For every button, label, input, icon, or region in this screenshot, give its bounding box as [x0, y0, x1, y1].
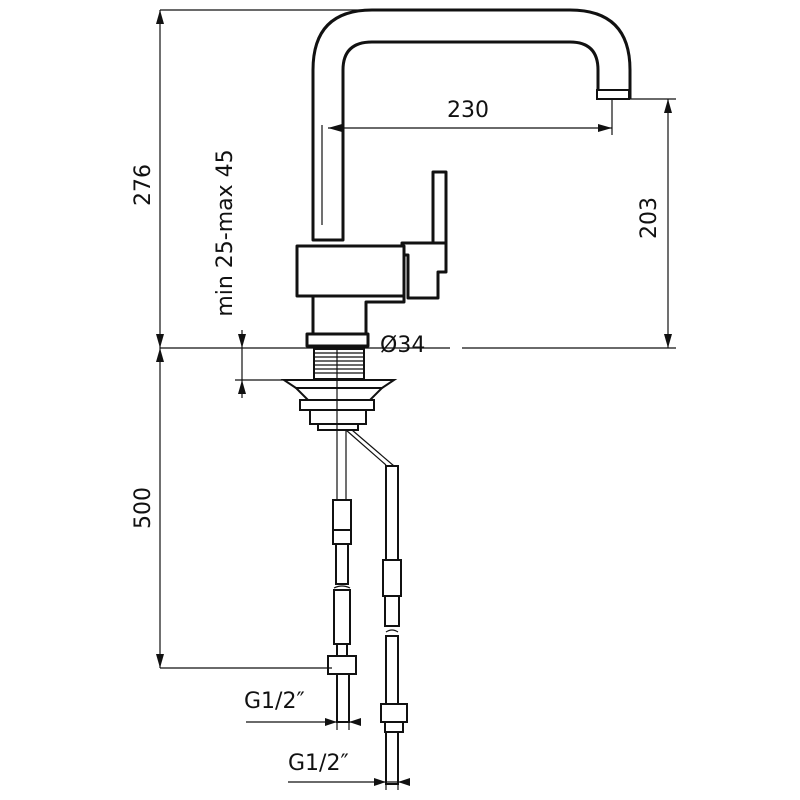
dimension-total-height: 276: [131, 9, 370, 348]
faucet-spout: [311, 8, 632, 242]
dimension-spout-reach: 230: [328, 98, 613, 135]
base-collar: [305, 332, 370, 348]
nut-right: [384, 721, 404, 733]
dimension-connection-left: G1/2″: [244, 689, 361, 730]
body-block: [295, 244, 406, 298]
dim-203-label: 203: [637, 197, 662, 239]
faucet-body: [295, 170, 448, 348]
dimension-hose-length: 500: [131, 348, 332, 669]
aerator: [596, 89, 630, 100]
hose-left: [327, 430, 357, 723]
mounting-thread: [313, 348, 365, 380]
dim-deck-label: min 25-max 45: [213, 149, 238, 316]
lever-handle: [431, 170, 448, 250]
dim-g12-right-label: G1/2″: [288, 751, 349, 776]
dimension-spout-height: 203: [630, 98, 676, 348]
dim-230-label: 230: [447, 98, 489, 123]
dim-276-label: 276: [131, 164, 156, 206]
dim-500-label: 500: [131, 487, 156, 529]
dimension-mount-diameter: Ø34: [380, 333, 425, 358]
dimension-connection-right: G1/2″: [288, 751, 410, 790]
dim-g12-left-label: G1/2″: [244, 689, 305, 714]
dimension-deck-thickness: min 25-max 45: [213, 149, 300, 398]
dim-diameter-label: Ø34: [380, 333, 425, 358]
mounting-plate: [280, 379, 398, 431]
nut-left: [327, 655, 357, 675]
hose-right: [345, 429, 408, 785]
